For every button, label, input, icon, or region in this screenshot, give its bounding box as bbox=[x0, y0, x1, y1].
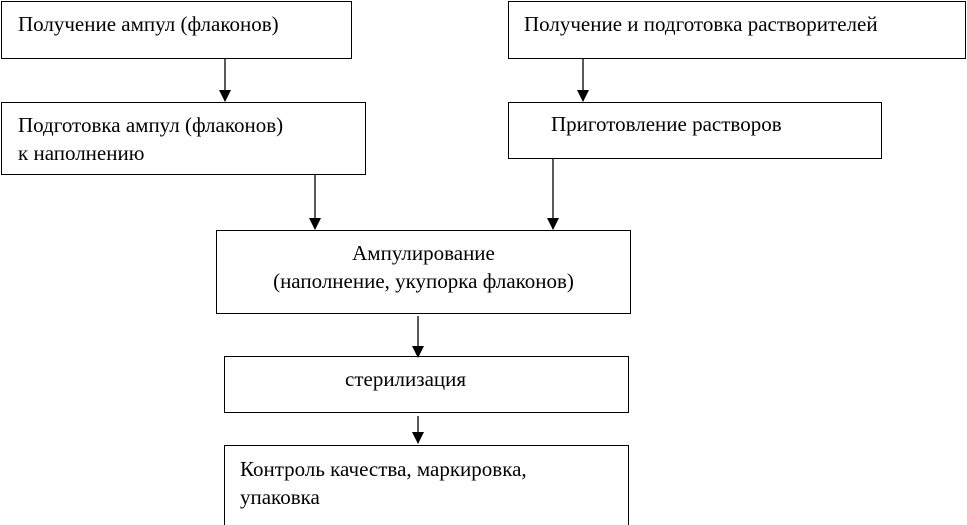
node-prepare-ampoules: Подготовка ампул (флаконов) к наполнению bbox=[1, 102, 366, 175]
node-receive-ampoules-label: Получение ампул (флаконов) bbox=[18, 12, 279, 36]
node-sterilization: стерилизация bbox=[224, 356, 629, 413]
node-receive-solvents-label: Получение и подготовка растворителей bbox=[524, 12, 878, 36]
node-prepare-solutions-label: Приготовление растворов bbox=[551, 112, 782, 136]
node-receive-solvents: Получение и подготовка растворителей bbox=[508, 1, 966, 59]
node-ampouling-title: Ампулирование bbox=[352, 241, 495, 265]
node-prepare-solutions: Приготовление растворов bbox=[508, 102, 882, 159]
node-receive-ampoules: Получение ампул (флаконов) bbox=[1, 1, 352, 59]
node-ampouling-label: Ампулирование (наполнение, укупорка флак… bbox=[217, 239, 630, 295]
node-quality-control: Контроль качества, маркировка, упаковка bbox=[224, 445, 629, 525]
node-sterilization-label: стерилизация bbox=[345, 367, 467, 391]
node-ampouling: Ампулирование (наполнение, укупорка флак… bbox=[216, 230, 631, 314]
node-quality-control-label: Контроль качества, маркировка, упаковка bbox=[240, 457, 527, 509]
node-ampouling-subtitle: (наполнение, укупорка флаконов) bbox=[273, 269, 574, 293]
node-prepare-ampoules-label: Подготовка ампул (флаконов) к наполнению bbox=[18, 113, 284, 165]
